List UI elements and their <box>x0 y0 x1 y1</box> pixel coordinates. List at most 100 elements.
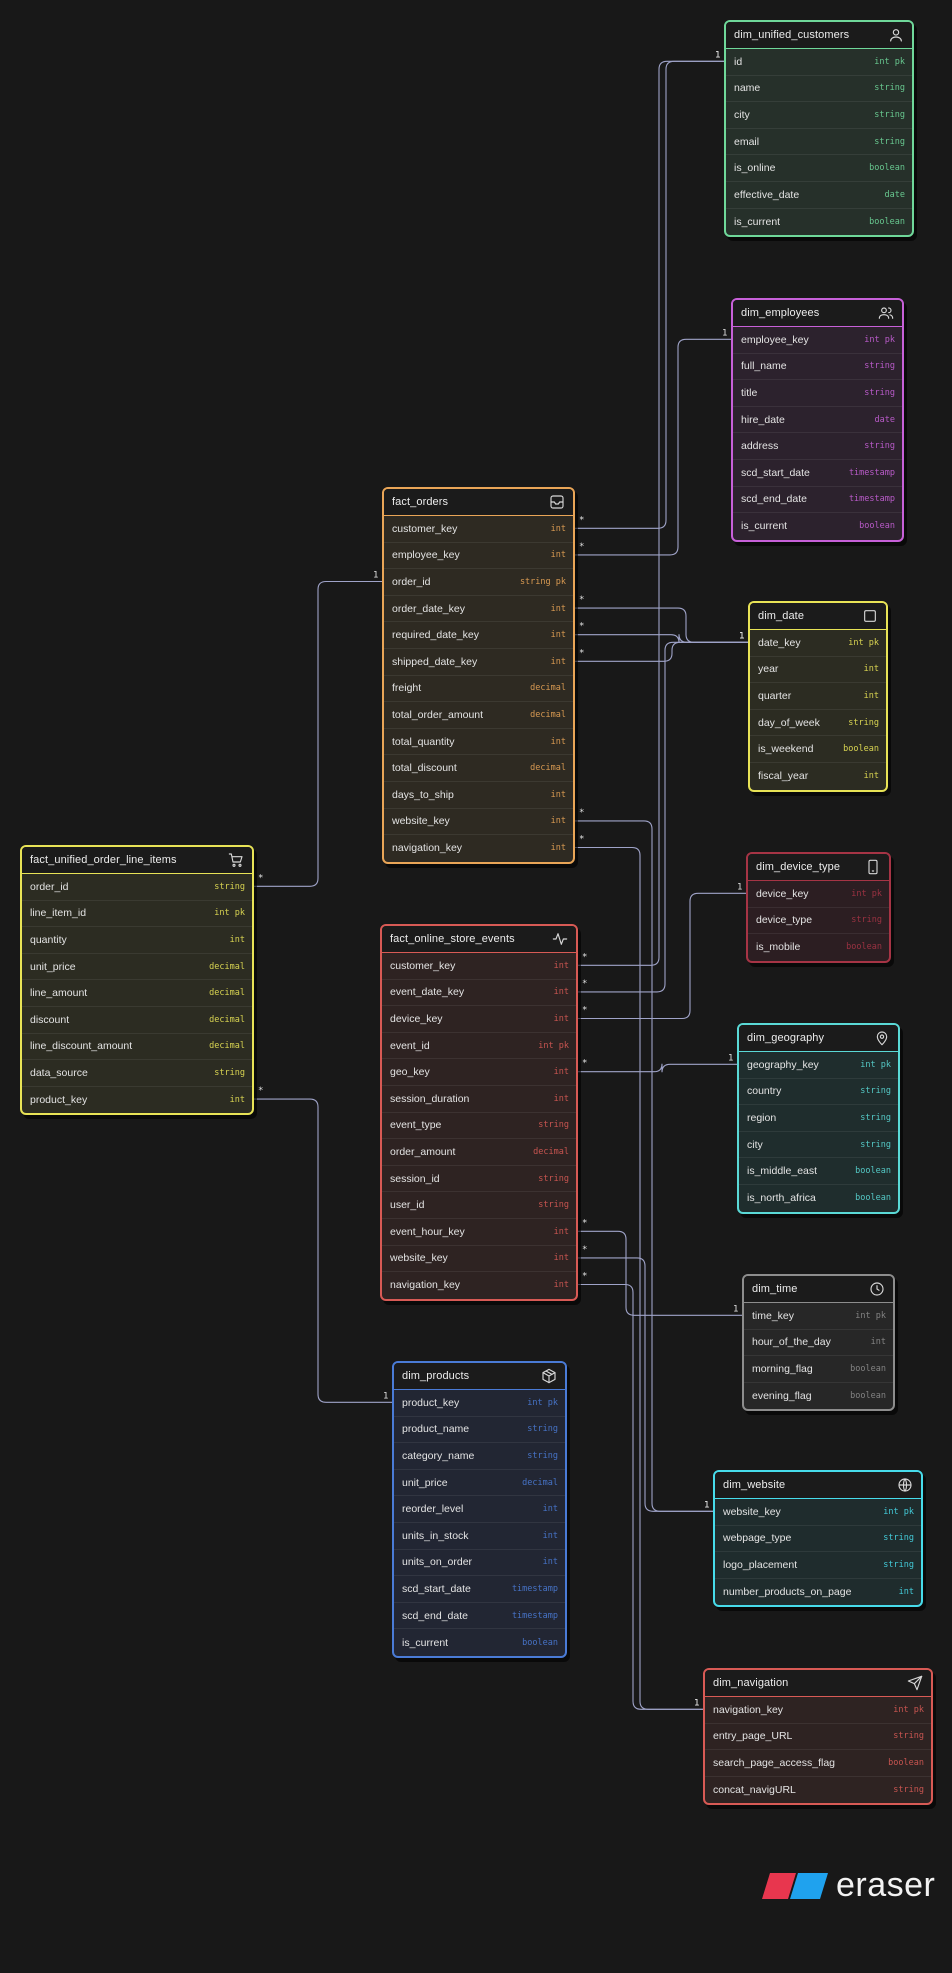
entity-header[interactable]: fact_unified_order_line_items <box>22 847 252 874</box>
entity-header[interactable]: dim_time <box>744 1276 893 1303</box>
entity-header[interactable]: dim_unified_customers <box>726 22 912 49</box>
entity-header[interactable]: dim_geography <box>739 1025 898 1052</box>
entity-header[interactable]: dim_employees <box>733 300 902 327</box>
entity-header[interactable]: dim_website <box>715 1472 921 1499</box>
entity-header[interactable]: dim_navigation <box>705 1670 931 1697</box>
entity-header[interactable]: dim_date <box>750 603 886 630</box>
entity-header[interactable]: fact_orders <box>384 489 573 516</box>
entity-header[interactable]: dim_products <box>394 1363 565 1390</box>
